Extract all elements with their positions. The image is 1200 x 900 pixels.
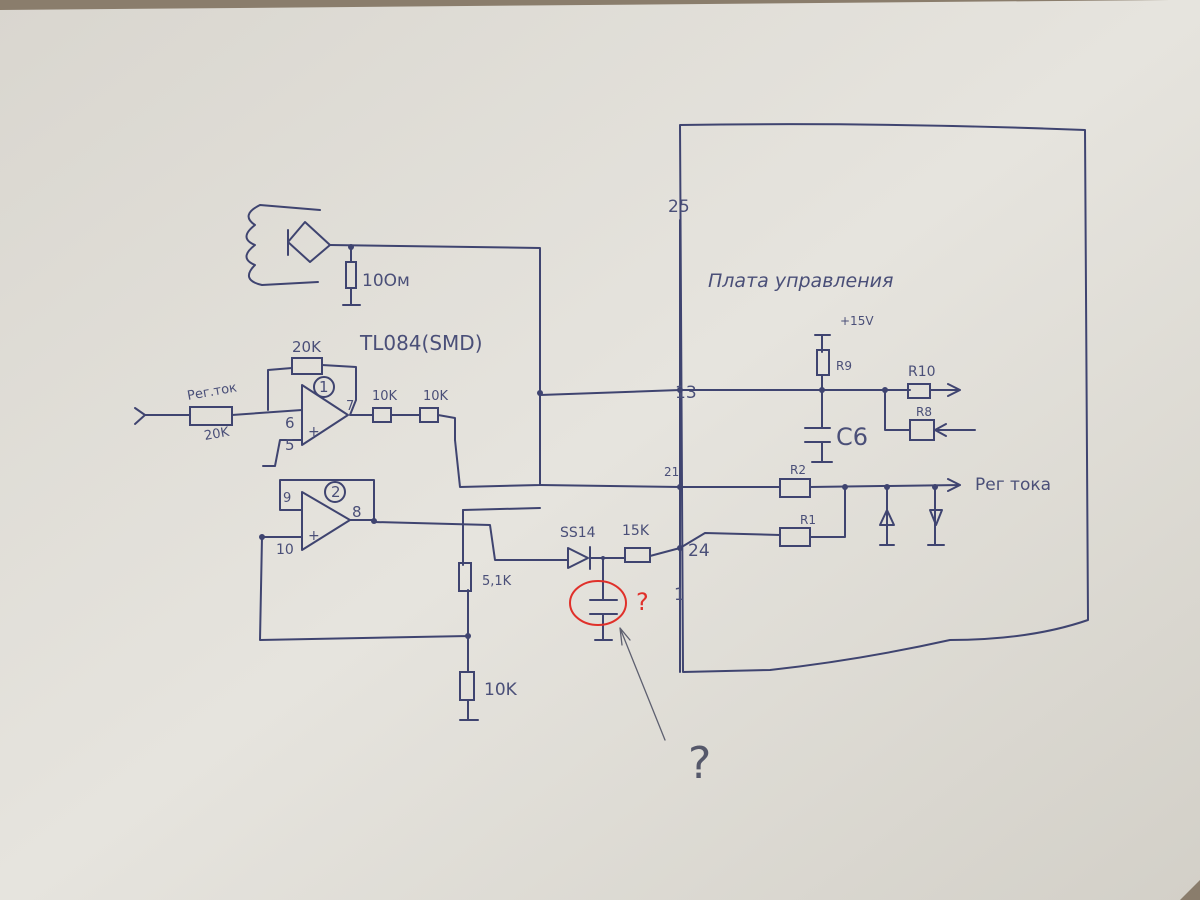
r1-label: R1 <box>800 513 816 527</box>
opamp-1-number: 1 <box>319 378 329 396</box>
plus-sign: + <box>308 424 320 440</box>
input-resistor-label-bottom: 20K <box>203 425 231 444</box>
pin-24: 24 <box>688 541 710 561</box>
control-board-outline <box>679 123 1089 673</box>
opamp-2-pin-8: 8 <box>352 503 362 521</box>
red-question-mark: ? <box>636 588 649 616</box>
pin-25: 25 <box>668 197 690 217</box>
diode-ss14 <box>567 532 781 641</box>
plus-sign-2: + <box>308 528 320 544</box>
opamp-1-pin-6: 6 <box>285 414 295 432</box>
c6-label: C6 <box>836 423 868 451</box>
diode-label: SS14 <box>560 525 596 541</box>
out-resistor-2-label: 10K <box>423 389 449 404</box>
series-resistor-label: 15K <box>622 523 650 539</box>
opamp-2 <box>259 479 569 721</box>
opamp-2-pin-10: 10 <box>276 542 294 558</box>
feedback-resistor-label: 20K <box>292 338 322 356</box>
r9-label: R9 <box>836 359 852 373</box>
resistor-10ohm-label: 10Ом <box>362 271 410 291</box>
pencil-question-mark: ? <box>688 738 711 789</box>
pin-13: 13 <box>675 383 697 403</box>
opamp-1-pin-5: 5 <box>285 436 295 454</box>
supply-label: +15V <box>840 314 874 328</box>
opamp-2-number: 2 <box>331 483 341 501</box>
opamp-1-pin-7: 7 <box>346 399 354 414</box>
red-circle-annotation <box>569 580 627 626</box>
output-label: Рег тока <box>975 475 1051 495</box>
r8-label: R8 <box>916 405 932 419</box>
opamp-2-pin-9: 9 <box>283 491 291 506</box>
out-resistor-1-label: 10K <box>372 389 398 404</box>
pin-1: 1 <box>674 585 685 605</box>
board-title: Плата управления <box>708 270 893 292</box>
pencil-arrow <box>619 627 666 741</box>
opamp-1 <box>134 357 456 467</box>
r2-label: R2 <box>790 463 806 477</box>
r10-label: R10 <box>908 364 936 380</box>
chip-label: TL084(SMD) <box>359 331 483 355</box>
pin-21: 21 <box>664 465 679 479</box>
divider-top-label: 5,1K <box>482 574 512 589</box>
divider-bottom-label: 10K <box>484 680 518 700</box>
